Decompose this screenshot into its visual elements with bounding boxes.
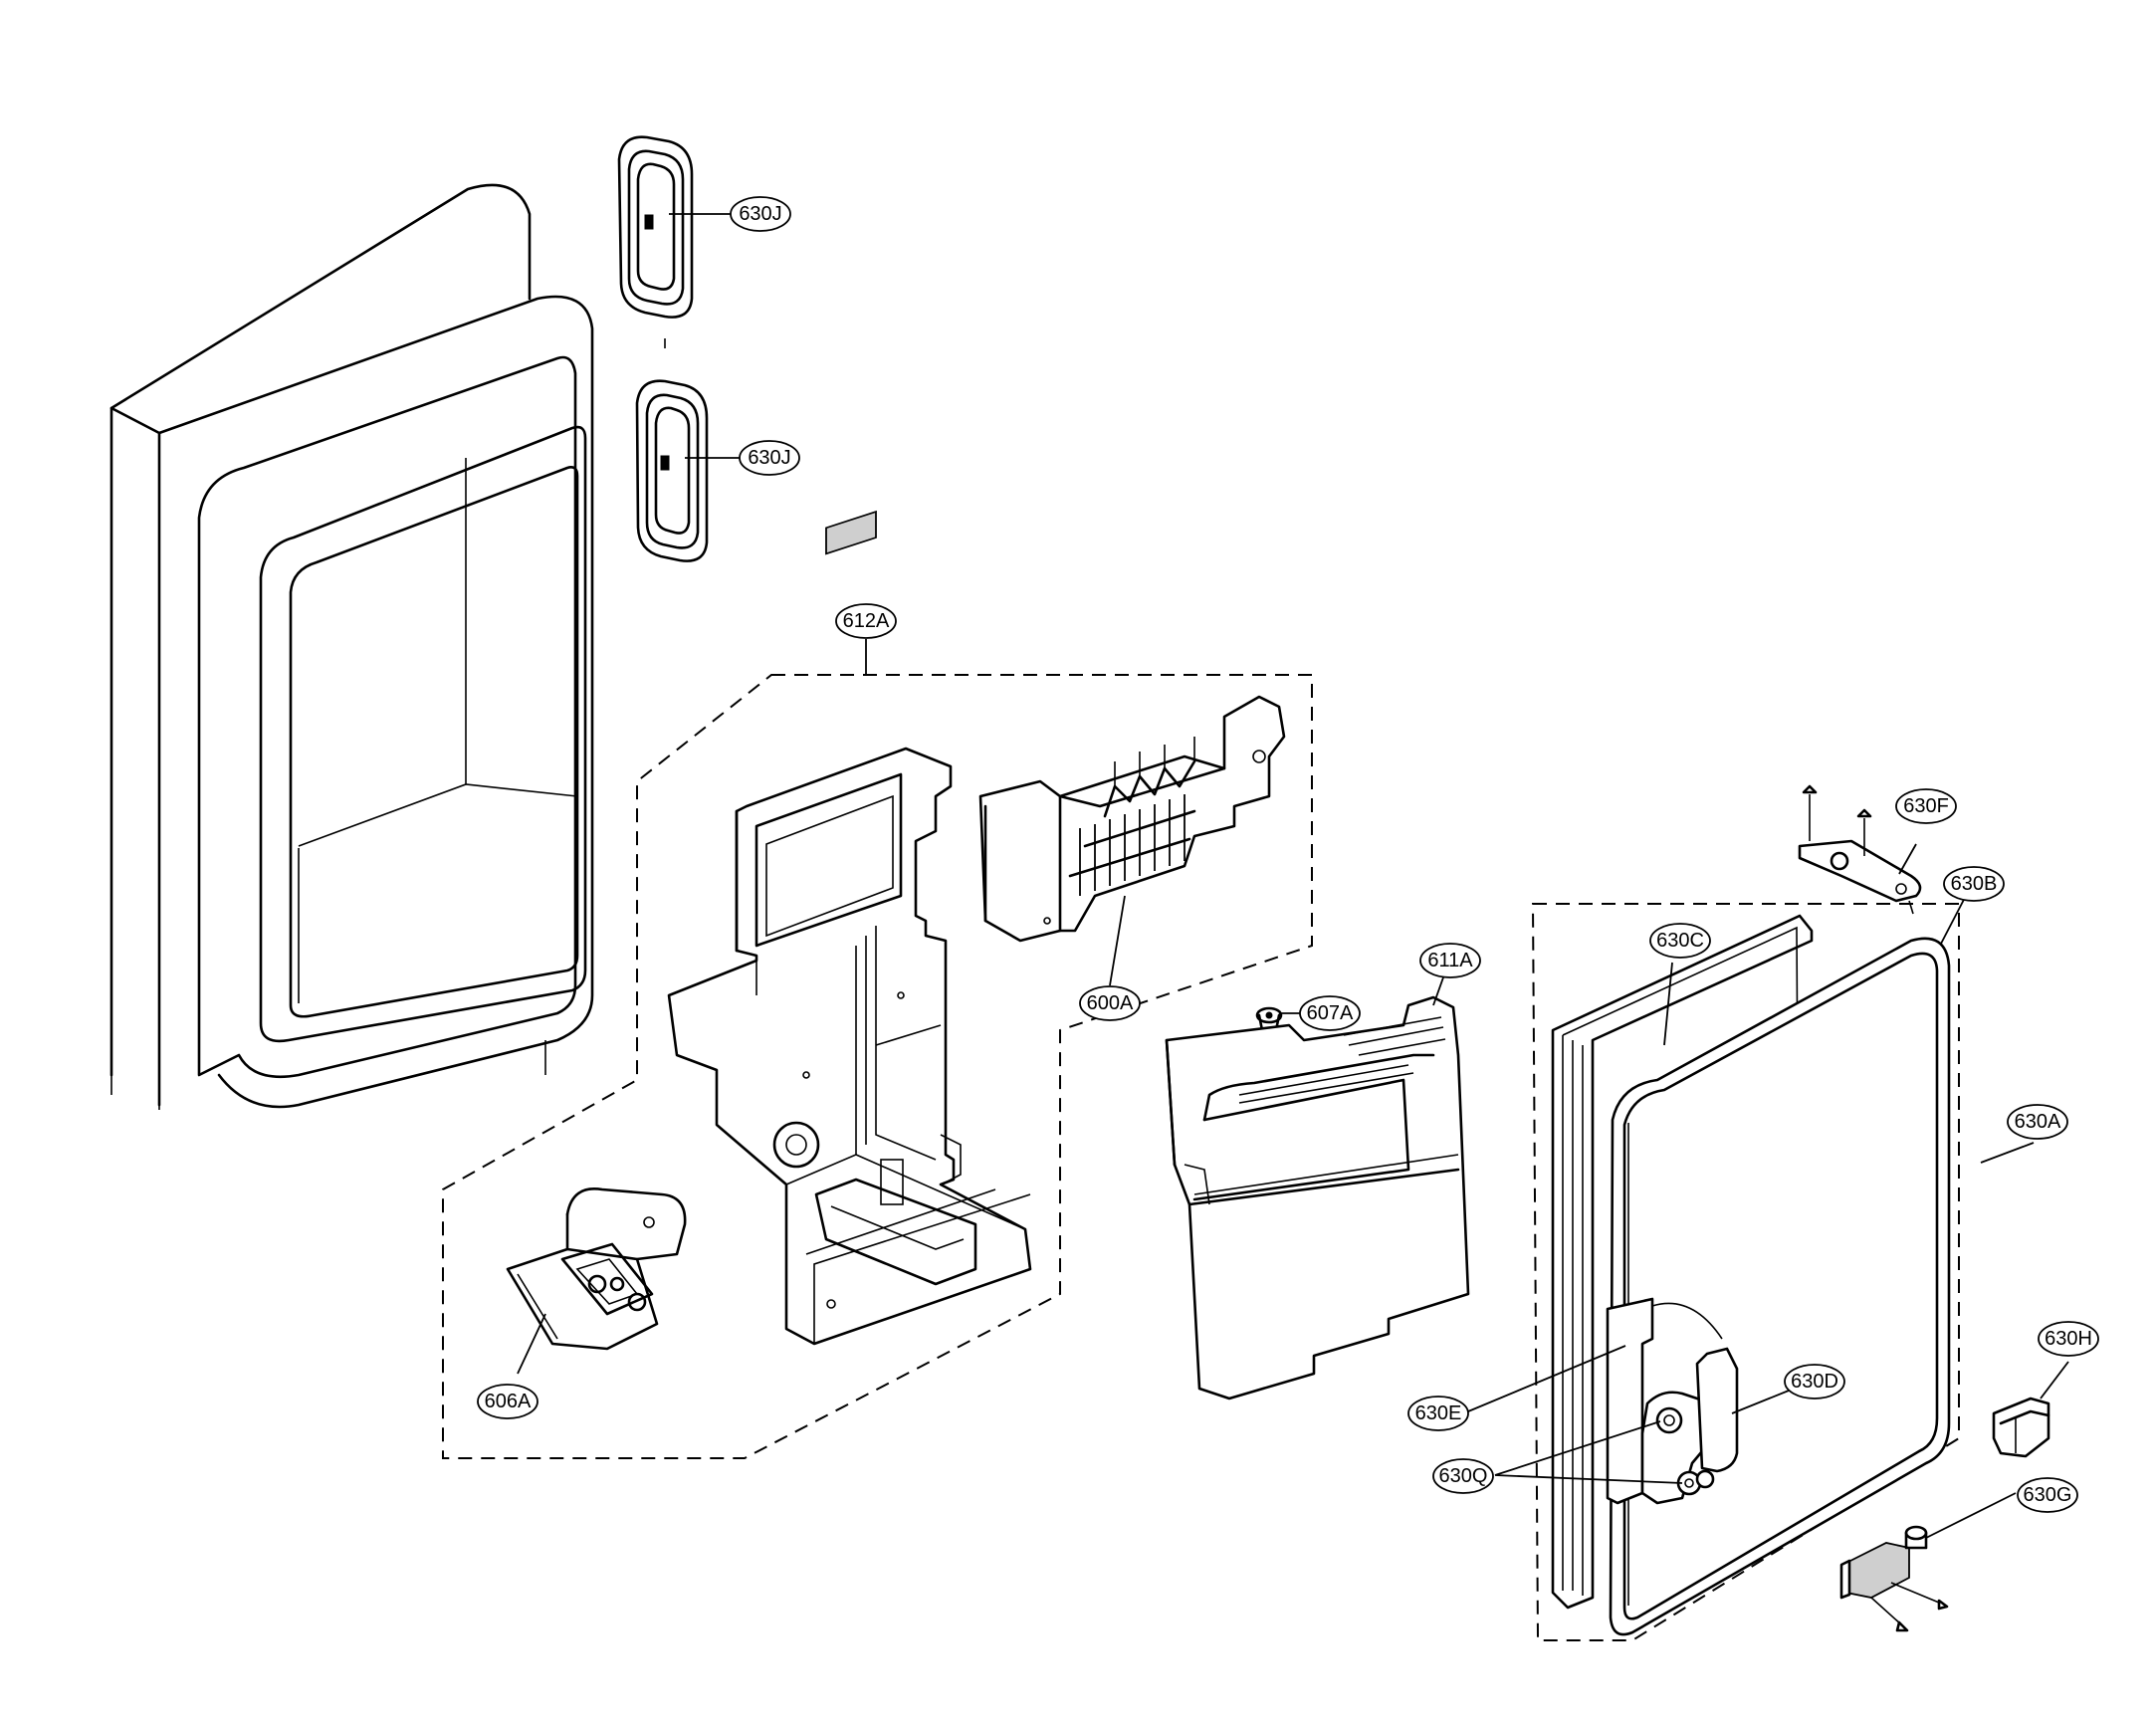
- door-cam-lever: [1606, 1297, 1739, 1505]
- top-hinge-bracket: [1798, 784, 1922, 915]
- bottom-hinge: [1839, 1525, 1949, 1632]
- callout-630e: 630E: [1407, 1396, 1469, 1431]
- handle-cap-bottom: [635, 379, 709, 562]
- callout-611a: 611A: [1419, 943, 1481, 978]
- dispenser-housing: [667, 510, 1032, 1346]
- ice-maker: [978, 695, 1286, 943]
- callout-label: 630F: [1903, 795, 1949, 817]
- group-outline-612a: [442, 674, 1313, 1459]
- callout-612a: 612A: [835, 603, 897, 639]
- gear-motor-housing: [506, 1186, 687, 1351]
- door-frame: [109, 183, 594, 1110]
- callout-label: 630A: [2015, 1111, 2061, 1133]
- callout-630f: 630F: [1895, 788, 1957, 824]
- callout-label: 600A: [1087, 992, 1134, 1014]
- handle-cap-top: [617, 135, 694, 348]
- callout-label: 611A: [1427, 950, 1473, 971]
- callout-630g: 630G: [2017, 1477, 2078, 1513]
- callout-label: 612A: [843, 610, 890, 632]
- callout-630h: 630H: [2038, 1321, 2099, 1357]
- callout-label: 630E: [1415, 1402, 1462, 1424]
- callout-label: 630C: [1656, 930, 1704, 952]
- callout-606a: 606A: [477, 1384, 539, 1419]
- hinge-cap: [1992, 1397, 2050, 1458]
- callout-630q: 630Q: [1432, 1458, 1494, 1494]
- leader-lines: [517, 213, 2069, 1539]
- callout-630d: 630D: [1784, 1364, 1845, 1400]
- callout-label: 630D: [1791, 1371, 1838, 1393]
- callout-label: 606A: [485, 1391, 532, 1412]
- inner-door: [1609, 937, 1951, 1636]
- callout-label: 630J: [739, 203, 781, 225]
- callout-600a: 600A: [1079, 985, 1141, 1021]
- callout-630c: 630C: [1649, 923, 1711, 959]
- callout-label: 630B: [1951, 873, 1998, 895]
- dispenser-cover-panel: [1165, 995, 1470, 1400]
- callout-label: 630J: [748, 447, 790, 469]
- callout-630j-top: 630J: [730, 196, 791, 232]
- callout-630j-bottom: 630J: [739, 440, 800, 476]
- callout-607a: 607A: [1299, 995, 1361, 1031]
- callout-label: 630Q: [1439, 1465, 1488, 1487]
- callout-630b: 630B: [1943, 866, 2005, 902]
- callout-label: 607A: [1307, 1002, 1354, 1024]
- callout-label: 630H: [2045, 1328, 2092, 1350]
- callout-630a: 630A: [2007, 1104, 2068, 1140]
- callout-label: 630G: [2024, 1484, 2072, 1506]
